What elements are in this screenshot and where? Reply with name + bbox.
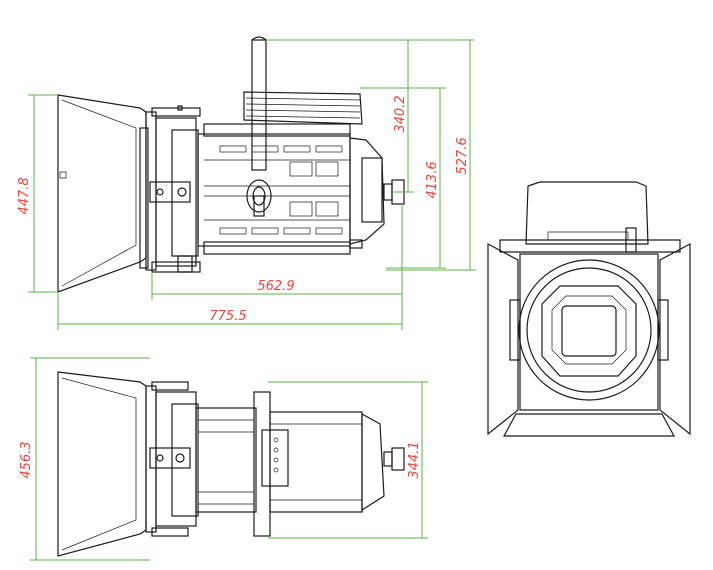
front-view	[487, 181, 691, 437]
side-view	[57, 36, 405, 293]
dim-body-height: 413.6	[425, 161, 440, 198]
dimension-lines	[28, 39, 476, 561]
dim-total-height: 527.6	[455, 137, 470, 174]
dim-front-height: 447.8	[17, 177, 32, 214]
dim-barn-top-height: 340.2	[393, 95, 408, 132]
dim-bottom-body-height: 344.1	[407, 441, 422, 478]
dimension-labels: 447.8 340.2 413.6 527.6 562.9 775.5 456.…	[17, 95, 470, 478]
dim-bottom-height: 456.3	[19, 441, 34, 478]
bottom-view	[57, 371, 405, 557]
dim-body-length: 562.9	[257, 279, 294, 294]
dim-total-length: 775.5	[209, 309, 246, 324]
